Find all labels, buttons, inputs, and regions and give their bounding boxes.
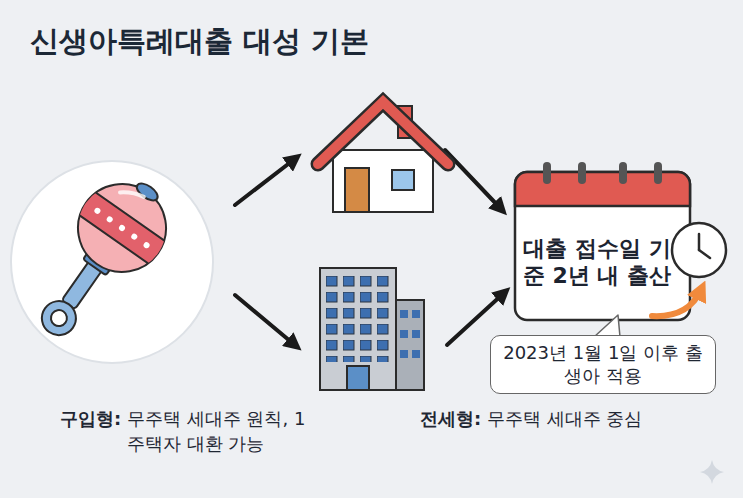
rattle-icon-part-part bbox=[120, 184, 144, 205]
apartment-icon-part bbox=[396, 300, 424, 390]
rattle-icon-part bbox=[11, 161, 188, 359]
node-text-group: 2023년 1월 1일 이후 출생아 적용 bbox=[503, 341, 703, 388]
house-icon-part bbox=[318, 102, 448, 164]
rattle-icon-part-part-part bbox=[118, 224, 126, 232]
apartment-icon-part bbox=[326, 276, 392, 362]
house-icon bbox=[318, 102, 448, 212]
sparkle-mark bbox=[700, 460, 724, 484]
apartment-icon bbox=[320, 268, 424, 390]
rattle-icon-part-part bbox=[35, 294, 82, 341]
type-label: 전세형: bbox=[420, 406, 481, 431]
apartment-icon-part bbox=[412, 310, 420, 318]
orange-arrow bbox=[652, 290, 701, 316]
house-icon-part bbox=[318, 102, 448, 164]
callout-pointer bbox=[594, 315, 620, 337]
calendar-box: 대출 접수일 기준 2년 내 출산 bbox=[522, 208, 672, 316]
rattle-icon-part-part-part bbox=[106, 215, 114, 223]
rattle-icon-part-part-part bbox=[93, 207, 101, 215]
callout-bubble: 2023년 1월 1일 이후 출생아 적용 bbox=[490, 335, 716, 394]
apartment-icon-part bbox=[412, 330, 420, 338]
title-text: 신생아특례대출 대성 기본 bbox=[30, 22, 369, 62]
calendar-icon-part bbox=[515, 172, 690, 320]
node-text: 대출 접수일 기준 2년 내 출산 bbox=[522, 235, 672, 290]
rattle-icon bbox=[11, 161, 213, 363]
clock-icon-part bbox=[698, 234, 701, 250]
rattle-icon-part-part bbox=[61, 167, 184, 290]
type-label: 구입형: bbox=[60, 406, 121, 431]
rattle-icon-part bbox=[11, 161, 213, 363]
rattle-icon-part-part-part bbox=[76, 190, 167, 266]
apartment-icon-part bbox=[400, 310, 408, 318]
rattle-icon-part-part bbox=[48, 307, 70, 329]
calendar-icon-part bbox=[515, 172, 690, 206]
calendar-icon bbox=[515, 162, 690, 320]
clock-icon-part bbox=[672, 223, 726, 277]
type-description: 무주택 세대주 원칙, 1주택자 대환 가능 bbox=[127, 406, 317, 456]
node-text-group: 대출 접수일 기준 2년 내 출산 bbox=[522, 235, 672, 290]
calendar-icon-part bbox=[578, 162, 586, 184]
house-icon-part bbox=[392, 170, 414, 190]
clock-icon bbox=[672, 223, 726, 277]
house-icon-part bbox=[345, 168, 369, 212]
rattle-icon-part-part bbox=[134, 180, 161, 204]
flow-arrows-part bbox=[235, 295, 296, 346]
calendar-icon-part bbox=[543, 162, 551, 184]
apartment-icon-part bbox=[320, 268, 396, 390]
type-description: 무주택 세대주 중심 bbox=[487, 406, 642, 431]
calendar-icon-part bbox=[654, 162, 662, 184]
rattle-icon-part-part-part bbox=[142, 241, 150, 249]
calendar-icon-part bbox=[619, 162, 627, 184]
rattle-icon-part-part-part bbox=[130, 232, 138, 240]
apartment-icon-part bbox=[400, 330, 408, 338]
flow-arrows-part bbox=[235, 158, 296, 205]
house-icon-part bbox=[333, 150, 433, 212]
apartment-icon-part bbox=[347, 366, 369, 390]
clock-icon-part bbox=[699, 250, 710, 258]
node-text: 2023년 1월 1일 이후 출생아 적용 bbox=[503, 341, 703, 388]
apartment-icon-part bbox=[412, 350, 420, 358]
rattle-icon-part-part bbox=[76, 190, 167, 266]
apartment-icon-part bbox=[400, 350, 408, 358]
